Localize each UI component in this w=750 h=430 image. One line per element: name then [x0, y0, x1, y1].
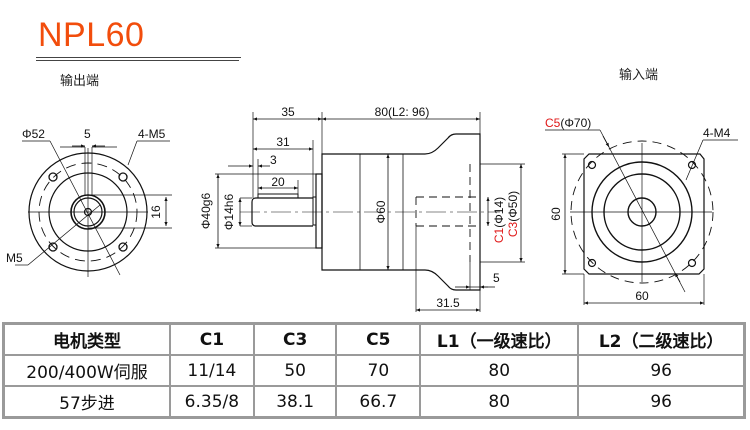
side-view [215, 112, 525, 312]
output-end-view [15, 140, 172, 277]
input-bolt-holes [587, 160, 697, 268]
dim-pilot-dia: Φ40g6 [199, 193, 213, 230]
square-flange [583, 153, 705, 275]
cell-l1: 80 [419, 354, 580, 387]
title-underline [36, 57, 241, 58]
dim-center-thread: M5 [6, 251, 23, 265]
output-end-label: 输出端 [60, 74, 100, 89]
dim-input-step: 5 [493, 271, 500, 285]
output-flange [315, 173, 323, 249]
cell-l2: 96 [577, 385, 746, 419]
technical-drawing: Φ52 5 4-M5 16 M5 [6, 105, 738, 312]
title-underline-secondary [36, 60, 239, 61]
cell-l1: 80 [419, 385, 580, 419]
dim-bolt-circle: Φ52 [22, 127, 45, 141]
product-title: NPL60 [38, 16, 145, 54]
table-header-row: 电机类型 C1 C3 C5 L1（一级速比） L2（二级速比） [2, 322, 746, 356]
dim-flange-offset: 3 [270, 153, 277, 167]
dim-input-depth: 31.5 [436, 296, 460, 310]
dim-c1: C1(Φ14) [492, 197, 506, 243]
cell-c1: 6.35/8 [168, 385, 255, 419]
input-end-view [545, 129, 738, 305]
dim-c5: C5(Φ70) [545, 116, 591, 130]
cell-motor-type: 200/400W伺服 [2, 354, 171, 387]
cell-c5: 66.7 [335, 385, 422, 419]
cell-c5: 70 [335, 354, 422, 387]
dim-total-shaft: 35 [281, 105, 295, 119]
c5-bolt-circle [570, 140, 714, 284]
dim-key-width: 5 [84, 127, 91, 141]
cell-motor-type: 57步进 [2, 385, 171, 419]
header-c1: C1 [168, 322, 255, 356]
bolt-holes [48, 172, 128, 252]
cell-c3: 50 [252, 354, 338, 387]
cell-l2: 96 [577, 354, 746, 387]
header-c5: C5 [335, 322, 422, 356]
dim-body-dia: Φ60 [374, 200, 388, 223]
dim-c3: C3(Φ50) [506, 191, 520, 237]
spec-table: 电机类型 C1 C3 C5 L1（一级速比） L2（二级速比） 200/400W… [2, 322, 746, 419]
table-row: 57步进 6.35/8 38.1 66.7 80 96 [2, 385, 746, 419]
keyway [257, 193, 299, 199]
dim-shaft-length: 31 [276, 135, 290, 149]
dim-key-height: 16 [149, 205, 163, 219]
cell-c1: 11/14 [168, 354, 255, 387]
c5-value: (Φ70) [560, 116, 591, 130]
dim-input-width: 60 [635, 289, 649, 303]
c1-value: (Φ14) [492, 197, 506, 228]
header-l1: L1（一级速比） [419, 322, 580, 356]
dim-key-length: 20 [271, 175, 285, 189]
table-row: 200/400W伺服 11/14 50 70 80 96 [2, 354, 746, 387]
header-l2: L2（二级速比） [577, 322, 746, 356]
header-motor-type: 电机类型 [2, 322, 171, 356]
cell-c3: 38.1 [252, 385, 338, 419]
c5-label: C5 [545, 116, 561, 130]
dim-output-holes: 4-M5 [138, 127, 166, 141]
c3-label: C3 [506, 221, 520, 237]
c3-value: (Φ50) [506, 191, 520, 222]
header-c3: C3 [252, 322, 338, 356]
dim-input-height: 60 [549, 207, 563, 221]
input-end-label: 输入端 [619, 68, 659, 83]
dim-input-holes: 4-M4 [703, 126, 731, 140]
dim-shaft-dia: Φ14h6 [222, 194, 236, 231]
c1-label: C1 [492, 227, 506, 243]
dim-body-length: 80(L2: 96) [375, 105, 430, 119]
